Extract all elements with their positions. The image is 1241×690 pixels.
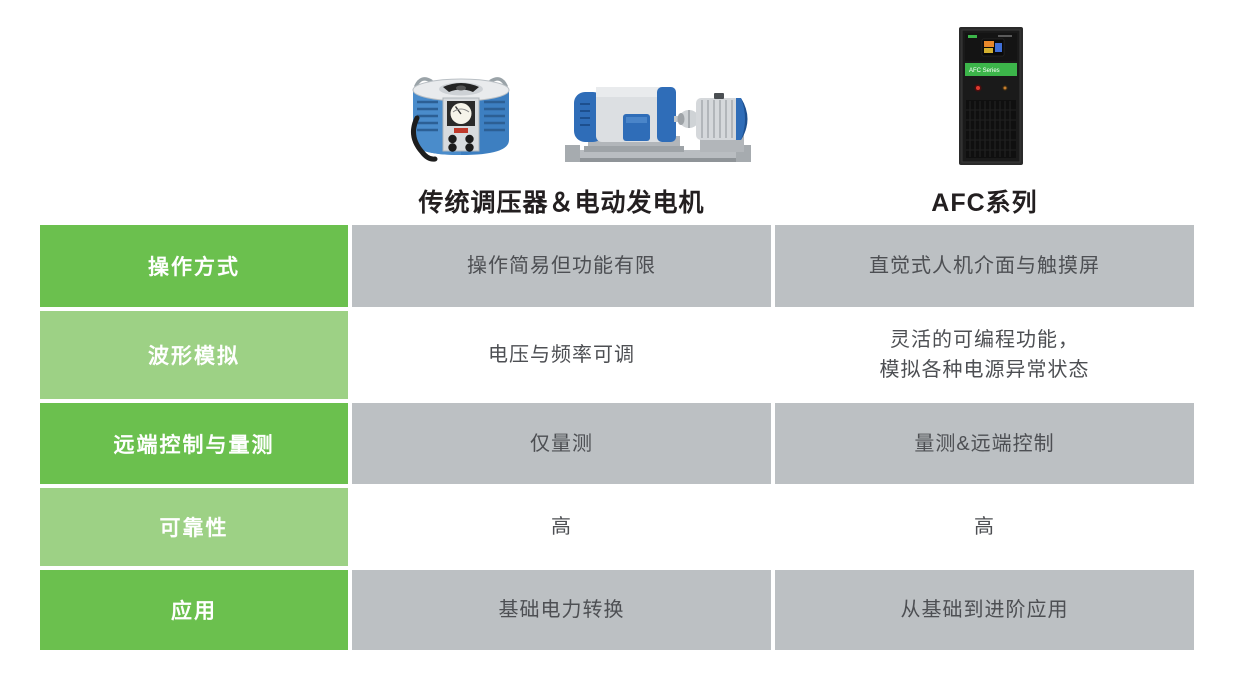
- row-label: 波形模拟: [40, 311, 348, 399]
- afc-cabinet-illustration: AFC Series: [959, 27, 1023, 165]
- variac-image: [400, 68, 522, 175]
- motor-generator-image: [560, 76, 756, 175]
- traditional-cell: 电压与频率可调: [352, 311, 771, 399]
- row-label: 远端控制与量测: [40, 403, 348, 484]
- row-label: 可靠性: [40, 488, 348, 566]
- comparison-table: 操作方式 操作简易但功能有限 直觉式人机介面与触摸屏 波形模拟 电压与频率可调 …: [40, 225, 1194, 650]
- afc-cell: 高: [775, 488, 1194, 566]
- row-label: 应用: [40, 570, 348, 650]
- motor-generator-illustration: [565, 87, 751, 162]
- afc-band-label: AFC Series: [969, 68, 1000, 74]
- column-title-traditional: 传统调压器＆电动发电机: [418, 189, 705, 217]
- traditional-cell: 高: [352, 488, 771, 566]
- afc-cabinet-image: AFC Series: [958, 26, 1026, 175]
- traditional-cell: 基础电力转换: [352, 570, 771, 650]
- afc-cell: 量测&远端控制: [775, 403, 1194, 484]
- afc-cell: 从基础到进阶应用: [775, 570, 1194, 650]
- row-label: 操作方式: [40, 225, 348, 307]
- variac-illustration: [410, 77, 510, 162]
- afc-cell: 灵活的可编程功能， 模拟各种电源异常状态: [775, 311, 1194, 399]
- traditional-cell: 操作简易但功能有限: [352, 225, 771, 307]
- afc-cell: 直觉式人机介面与触摸屏: [775, 225, 1194, 307]
- traditional-cell: 仅量测: [352, 403, 771, 484]
- column-title-afc: AFC系列: [931, 189, 1038, 217]
